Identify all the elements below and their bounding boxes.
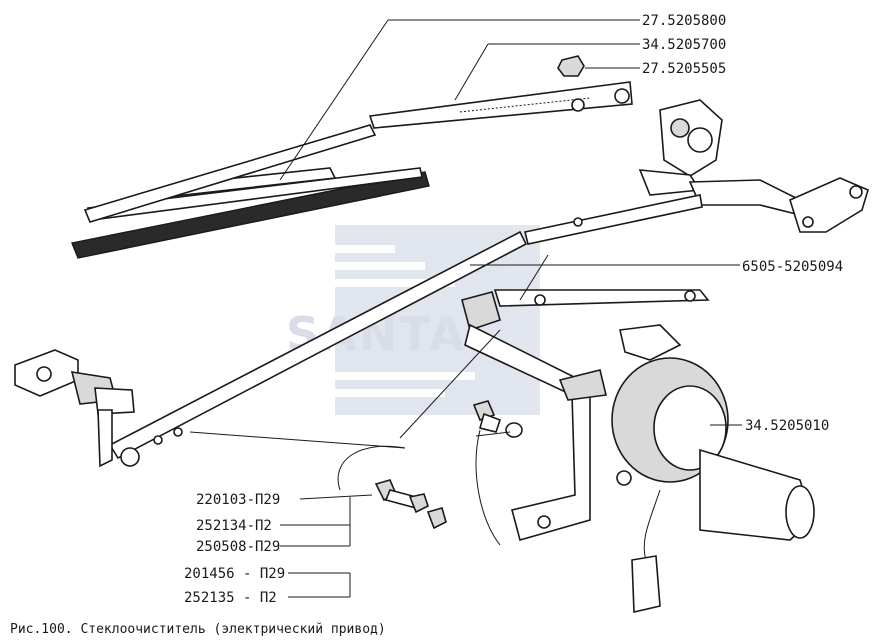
motor-crank-lever [461, 289, 710, 332]
label-34-5205700: 34.5205700 [642, 37, 726, 53]
motor-bracket [464, 323, 682, 541]
label-201456-p29: 201456 - П29 [184, 566, 285, 582]
electric-motor [558, 357, 815, 613]
label-27-5205505: 27.5205505 [642, 61, 726, 77]
right-spindle-assembly [638, 99, 869, 233]
leader-lines [279, 19, 742, 598]
label-252135-p2: 252135 - П2 [184, 590, 277, 606]
wiper-arm [83, 81, 633, 223]
figure-caption: Рис.100. Стеклоочиститель (электрический… [10, 622, 386, 637]
connecting-rod [108, 194, 703, 460]
arm-nut [557, 55, 585, 77]
label-6505-5205094: 6505-5205094 [742, 259, 843, 275]
callout-guides [189, 254, 549, 546]
label-27-5205800: 27.5205800 [642, 13, 726, 29]
label-220103-p29: 220103-П29 [196, 492, 280, 508]
left-spindle-assembly [14, 349, 140, 468]
label-250508-p29: 250508-П29 [196, 539, 280, 555]
label-252134-p2: 252134-П2 [196, 518, 272, 534]
label-34-5205010: 34.5205010 [745, 418, 829, 434]
fasteners-lower [374, 400, 523, 530]
